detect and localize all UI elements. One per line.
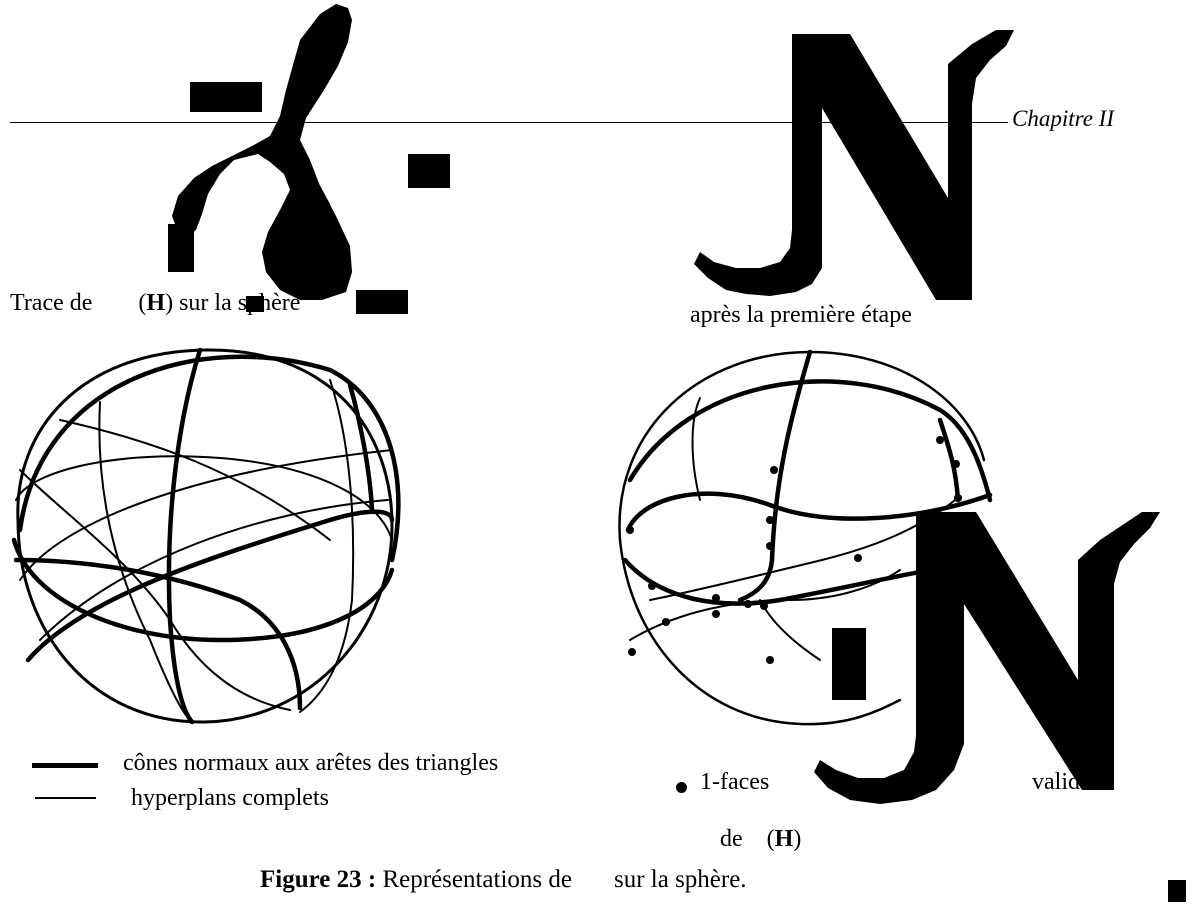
figure-caption: Figure 23 : Représentations de sur la sph… [260,866,747,894]
left-caption-h: H [146,290,165,316]
bullet-line2-h: H [775,826,794,852]
bullet-line2-paren: ( [767,826,775,852]
left-caption-part-a: Trace de [10,290,92,316]
header-rule [10,122,1008,123]
bullet-line1-start: 1-faces [700,769,769,796]
bullet-dot [676,782,687,793]
figure-text-b: sur la sphère. [614,866,747,893]
chapter-label: Chapitre II [1012,106,1114,132]
legend-thick-label: cônes normaux aux arêtes des triangles [123,750,498,777]
left-sphere [14,350,398,722]
script-a-glyph [168,4,450,314]
legend-thin-line [35,797,96,799]
figure-label: Figure 23 : [260,866,376,893]
figure-text-a: Représentations de [382,866,572,893]
left-figure-caption: Trace de(H) sur la sphère [10,290,300,317]
bullet-line1-end: valides [1032,769,1100,796]
legend-thin-label: hyperplans complets [131,785,329,812]
bullet-line2: de (H) [720,826,801,853]
left-caption-part-d: ) sur la sphère [165,290,300,316]
script-n-glyph-lower [814,512,1186,902]
right-figure-caption: après la première étape [690,302,912,329]
script-n-glyph [694,30,1014,300]
bullet-line2-close: ) [793,826,801,852]
legend-thick-line [32,763,98,768]
bullet-line2-de: de [720,826,743,852]
right-sphere-vertices [626,436,962,664]
